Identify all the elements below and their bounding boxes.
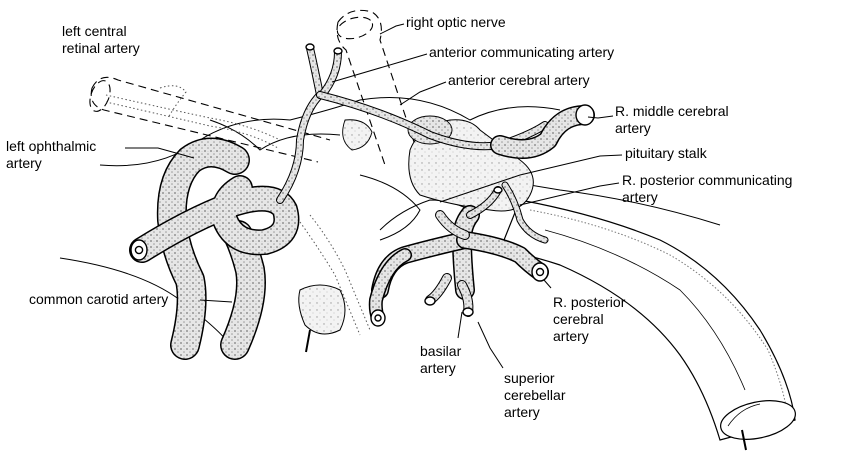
label-common-carotid-artery: common carotid artery <box>29 291 168 308</box>
label-r-middle-cerebral-artery: R. middle cerebral artery <box>615 103 729 137</box>
label-left-ophthalmic-artery: left ophthalmic artery <box>6 138 96 172</box>
leader-anterior-communicating <box>332 54 427 82</box>
leader-posterior-cerebral <box>544 280 551 288</box>
label-anterior-communicating-artery: anterior communicating artery <box>429 44 614 61</box>
label-r-posterior-cerebral-artery: R. posterior cerebral artery <box>553 294 625 345</box>
leader-basilar <box>458 312 462 338</box>
label-left-central-retinal-artery: left central retinal artery <box>62 23 140 57</box>
label-anterior-cerebral-artery: anterior cerebral artery <box>448 72 590 89</box>
label-basilar-artery: basilar artery <box>420 343 461 377</box>
label-superior-cerebellar-artery: superior cerebellar artery <box>504 370 565 421</box>
leader-superior-cerebellar <box>478 322 503 368</box>
label-r-posterior-communicating-artery: R. posterior communicating artery <box>622 172 792 206</box>
leader-right-optic-nerve <box>380 24 404 34</box>
label-right-optic-nerve: right optic nerve <box>406 14 506 31</box>
label-pituitary-stalk: pituitary stalk <box>625 145 707 162</box>
